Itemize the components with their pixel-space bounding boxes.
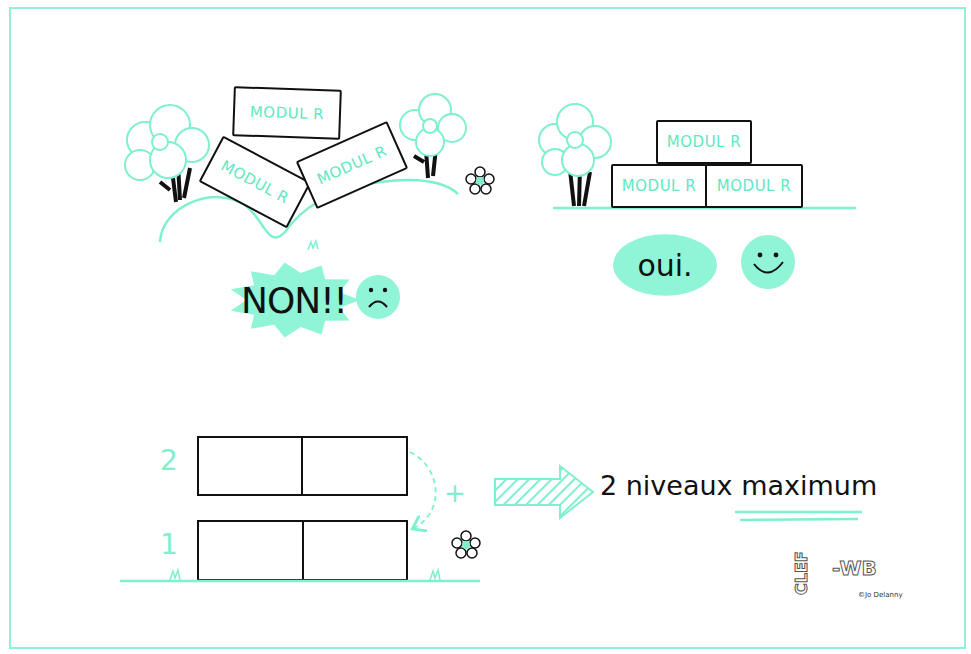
mouth bbox=[369, 302, 387, 308]
grass bbox=[308, 241, 318, 250]
logo-text: CLEF bbox=[792, 551, 811, 595]
tree-crown bbox=[562, 144, 594, 176]
petal bbox=[470, 538, 480, 548]
flower bbox=[466, 167, 494, 194]
eye bbox=[758, 253, 763, 258]
eye bbox=[369, 288, 373, 292]
module-box: MODUL R bbox=[705, 164, 803, 208]
level-number: 2 bbox=[160, 444, 178, 477]
ground-line bbox=[120, 580, 480, 583]
module-box: MODUL R bbox=[199, 136, 312, 229]
mouth bbox=[754, 262, 783, 273]
logo-text: -WB bbox=[832, 556, 877, 580]
petal bbox=[467, 548, 477, 558]
module-box: MODUL R bbox=[611, 164, 707, 208]
verdict-text: oui. bbox=[637, 248, 692, 283]
level-block bbox=[198, 437, 407, 495]
face bbox=[741, 235, 795, 289]
face bbox=[356, 275, 400, 319]
frame bbox=[10, 8, 965, 648]
petal bbox=[461, 531, 471, 541]
eye bbox=[774, 253, 779, 258]
eye bbox=[383, 288, 387, 292]
tree-crown bbox=[423, 119, 437, 133]
flower-center bbox=[462, 541, 470, 549]
module-label: MODUL R bbox=[314, 142, 389, 189]
tree bbox=[539, 104, 611, 206]
block-divider bbox=[301, 437, 303, 495]
petal bbox=[452, 538, 462, 548]
block-divider bbox=[302, 521, 304, 580]
stack-arrow bbox=[410, 452, 436, 528]
tree-crown bbox=[567, 132, 583, 148]
flower-center bbox=[476, 177, 484, 185]
tree bbox=[125, 105, 209, 202]
burst-badge: NON!! bbox=[228, 262, 360, 338]
oval-fill bbox=[613, 234, 717, 295]
petal bbox=[475, 167, 485, 177]
copyright: ©Jo Delanny bbox=[858, 591, 903, 599]
module-label: MODUL R bbox=[667, 133, 741, 151]
rule-text: 2 niveaux maximum bbox=[600, 470, 877, 501]
level-block bbox=[198, 521, 407, 580]
petal bbox=[470, 184, 480, 194]
grass bbox=[170, 570, 440, 580]
sad-face bbox=[356, 275, 400, 319]
big-arrow bbox=[495, 466, 593, 518]
petal bbox=[481, 184, 491, 194]
flower bbox=[452, 531, 480, 558]
petal bbox=[456, 548, 466, 558]
happy-face bbox=[741, 235, 795, 289]
module-label: MODUL R bbox=[622, 177, 696, 195]
module-box: MODUL R bbox=[656, 120, 752, 164]
burst-fill bbox=[231, 262, 360, 337]
module-label: MODUL R bbox=[218, 157, 292, 208]
module-label: MODUL R bbox=[717, 177, 791, 195]
plus-sign: + bbox=[444, 478, 466, 508]
oval-badge: oui. bbox=[612, 233, 718, 297]
petal bbox=[484, 174, 494, 184]
module-box: MODUL R bbox=[232, 86, 342, 140]
petal bbox=[466, 174, 476, 184]
level-number: 1 bbox=[160, 528, 178, 561]
verdict-text: NON!! bbox=[241, 280, 347, 321]
module-label: MODUL R bbox=[250, 103, 325, 124]
tree-crown bbox=[152, 134, 168, 150]
tree bbox=[400, 94, 466, 178]
underline bbox=[735, 512, 862, 520]
